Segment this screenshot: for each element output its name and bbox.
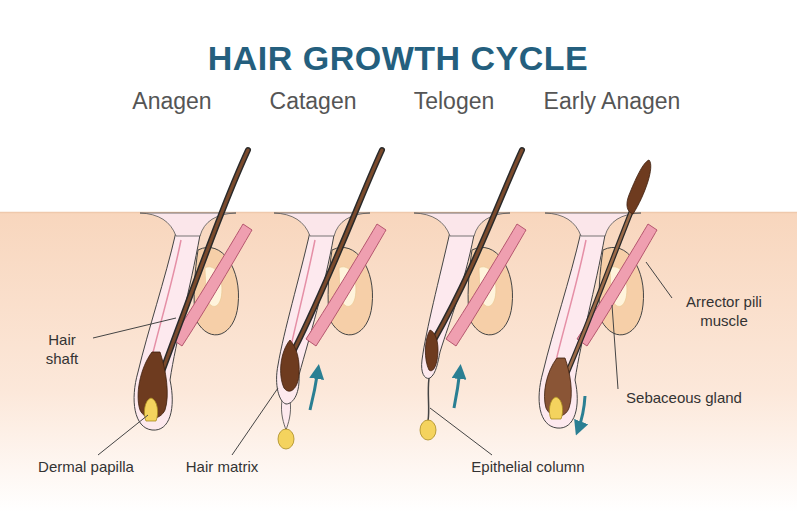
leader-line: [430, 408, 492, 455]
leader-line: [612, 305, 618, 389]
stage-label: Early Anagen: [544, 87, 681, 116]
part-label: Hair shaft: [37, 331, 87, 369]
part-label: Hair matrix: [186, 458, 259, 477]
anagen-follicle: [134, 150, 252, 430]
part-label: Dermal papilla: [38, 458, 134, 477]
diagram-title: HAIR GROWTH CYCLE: [208, 37, 589, 80]
stage-label: Catagen: [270, 87, 357, 116]
leader-line: [232, 388, 278, 455]
leader-line: [93, 318, 176, 338]
part-label: Sebaceous gland: [626, 389, 742, 408]
catagen-follicle: [274, 150, 386, 449]
stage-label: Anagen: [132, 87, 211, 116]
skin-surface: [0, 212, 797, 214]
stage-label: Telogen: [414, 87, 495, 116]
leader-line: [646, 262, 672, 298]
skin-layer: [0, 212, 797, 512]
part-label: Arrector pili muscle: [674, 293, 774, 331]
leader-lines: [93, 262, 672, 455]
part-label: Epithelial column: [471, 458, 584, 477]
leader-line: [98, 415, 148, 455]
telogen-follicle: [414, 150, 526, 440]
